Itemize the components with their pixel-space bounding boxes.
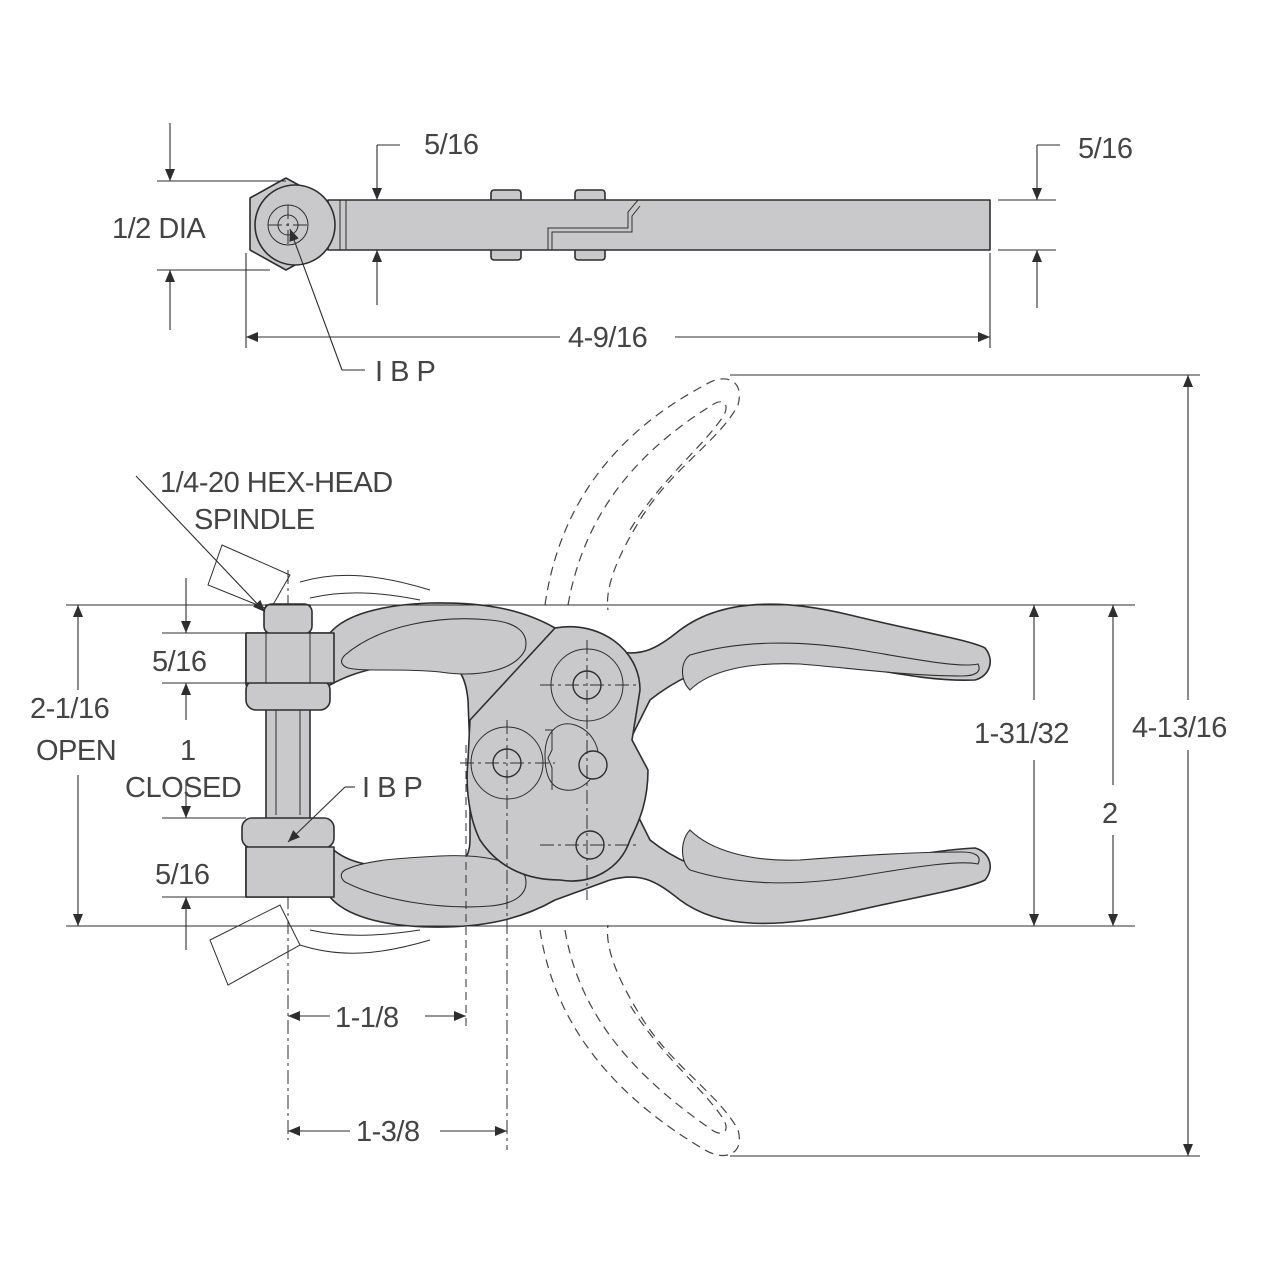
open-value-label: 2-1/16 (30, 693, 109, 725)
spindle-hex-head (263, 603, 313, 635)
handle-height-label: 1-31/32 (974, 718, 1069, 750)
upper-jaw-thickness-label: 5/16 (152, 646, 206, 678)
pivot-offset-2-label: 1-3/8 (356, 1116, 420, 1148)
lower-jaw-slot (340, 855, 527, 908)
lower-handle-slot (681, 829, 980, 884)
overall-height-label: 2 (1102, 798, 1118, 830)
ghost-handle-upper (544, 378, 740, 611)
closed-value-label: 1 (180, 735, 196, 767)
top-view-body (327, 199, 991, 251)
pivot-offset-label: 1-1/8 (335, 1002, 399, 1034)
lower-jaw-thickness-label: 5/16 (155, 859, 209, 891)
closed-word-label: CLOSED (125, 772, 241, 804)
spindle-pad (241, 817, 335, 849)
linkage-body (466, 625, 649, 882)
upper-jaw-slot (341, 618, 527, 675)
top-view-thickness-left-label: 5/16 (424, 129, 478, 161)
lower-jaw-block (245, 846, 335, 898)
ghost-handle-lower (539, 924, 740, 1157)
top-view-thickness-right-label: 5/16 (1078, 133, 1132, 165)
pivot-hole-right (578, 750, 608, 780)
top-view-ibp-label: I B P (375, 356, 435, 388)
top-view-diameter-label: 1/2 DIA (112, 213, 206, 245)
side-view: 1/4-20 HEX-HEAD SPINDLE 5/16 5/16 2-1/16… (30, 374, 1227, 1157)
spindle-label-line2: SPINDLE (194, 504, 315, 536)
upper-jaw-block (245, 632, 335, 684)
open-word-label: OPEN (36, 735, 116, 767)
spindle-jam-nut (245, 679, 331, 711)
spindle-label-line1: 1/4-20 HEX-HEAD (160, 467, 393, 499)
top-view: 1/2 DIA 5/16 5/16 4-9/16 I B P (112, 123, 1133, 388)
upper-handle-slot (681, 642, 980, 691)
top-view-length-label: 4-9/16 (568, 322, 647, 354)
open-handle-span-label: 4-13/16 (1132, 712, 1227, 744)
side-view-ibp-label: I B P (362, 772, 422, 804)
